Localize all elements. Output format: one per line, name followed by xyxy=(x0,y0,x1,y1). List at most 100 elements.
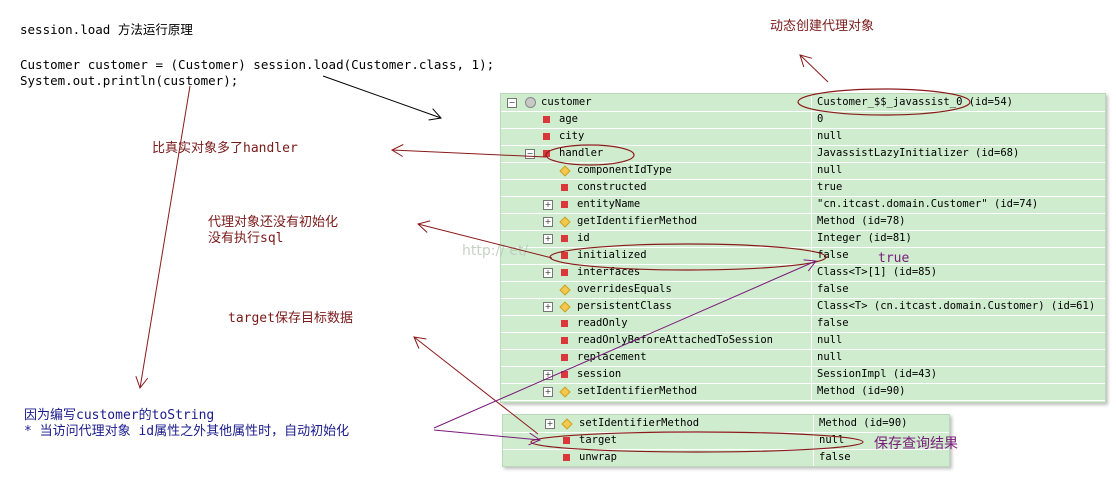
variable-name: replacement xyxy=(577,351,647,363)
variable-name: target xyxy=(579,434,617,446)
annotation-extra-handler: 比真实对象多了handler xyxy=(152,141,298,156)
variable-name: session xyxy=(577,368,622,380)
column-divider xyxy=(811,366,812,383)
column-divider xyxy=(811,145,812,162)
private-field-icon xyxy=(561,337,568,344)
column-divider xyxy=(811,128,812,145)
arrow-dynamic-proxy xyxy=(799,54,829,83)
page-title: session.load 方法运行原理 xyxy=(20,22,193,37)
variable-row-unwrap[interactable]: unwrap false xyxy=(503,449,949,466)
variable-name: overridesEquals xyxy=(577,283,672,295)
private-field-icon xyxy=(561,269,568,276)
variable-row-overridesequals[interactable]: overridesEquals false xyxy=(501,281,1105,299)
private-field-icon xyxy=(543,133,550,140)
annotation-tostring-1: 因为编写customer的toString xyxy=(24,408,215,423)
variable-row-customer[interactable]: − customer Customer_$$_javassist_0 (id=54) xyxy=(501,94,1105,112)
arrow-target-up xyxy=(413,336,539,435)
private-field-icon xyxy=(561,320,568,327)
private-field-icon xyxy=(561,235,568,242)
column-divider xyxy=(813,449,814,466)
expand-icon[interactable]: + xyxy=(545,419,555,429)
variable-name: customer xyxy=(541,96,592,108)
column-divider xyxy=(811,111,812,128)
variable-name: entityName xyxy=(577,198,641,210)
private-field-icon xyxy=(561,354,568,361)
variable-value: Method (id=90) xyxy=(817,385,906,397)
column-divider xyxy=(811,264,812,281)
variable-row-session[interactable]: + session SessionImpl (id=43) xyxy=(501,366,1105,384)
variable-name: getIdentifierMethod xyxy=(577,215,698,227)
private-field-icon xyxy=(561,371,568,378)
variable-name: city xyxy=(559,130,585,142)
expand-icon[interactable]: + xyxy=(543,370,553,380)
annotation-save-result: 保存查询结果 xyxy=(874,436,958,452)
arrow-handler xyxy=(390,144,547,158)
variable-row-age[interactable]: age 0 xyxy=(501,111,1105,129)
expand-icon[interactable]: + xyxy=(543,217,553,227)
code-line-1: Customer customer = (Customer) session.l… xyxy=(20,57,495,72)
arrow-code-down xyxy=(135,85,191,390)
annotation-true: true xyxy=(878,251,910,266)
column-divider xyxy=(811,179,812,196)
private-field-icon xyxy=(543,116,550,123)
arrow-initialized xyxy=(416,220,553,259)
variable-name: readOnly xyxy=(577,317,628,329)
annotation-tostring-2: * 当访问代理对象 id属性之外其他属性时，自动初始化 xyxy=(24,424,350,439)
variable-value: null xyxy=(817,164,843,176)
variable-name: age xyxy=(559,113,578,125)
variable-value: false xyxy=(819,451,851,463)
expand-icon[interactable]: + xyxy=(543,200,553,210)
annotation-dynamic-proxy: 动态创建代理对象 xyxy=(770,19,875,34)
variable-value: null xyxy=(817,130,843,142)
variable-row-id[interactable]: + id Integer (id=81) xyxy=(501,230,1105,248)
collapse-icon[interactable]: − xyxy=(525,149,535,159)
variable-value: SessionImpl (id=43) xyxy=(817,368,938,380)
ellipse-proxy-class xyxy=(797,88,971,116)
variable-value: Integer (id=81) xyxy=(817,232,912,244)
variable-value: null xyxy=(817,334,843,346)
variable-row-getidentifiermethod[interactable]: + getIdentifierMethod Method (id=78) xyxy=(501,213,1105,231)
ellipse-initialized xyxy=(549,243,827,271)
variable-value: false xyxy=(817,283,849,295)
private-field-icon xyxy=(561,252,568,259)
variable-value: Method (id=78) xyxy=(817,215,906,227)
expand-icon[interactable]: + xyxy=(543,302,553,312)
variable-name: setIdentifierMethod xyxy=(579,417,700,429)
variable-name: initialized xyxy=(577,249,647,261)
variable-row-entityname[interactable]: +entityName"cn.itcast.domain.Customer" (… xyxy=(501,196,1105,214)
variable-name: unwrap xyxy=(579,451,617,463)
annotation-not-initialized-2: 没有执行sql xyxy=(208,231,284,246)
variable-value: false xyxy=(817,249,849,261)
variables-panel-top: − customer Customer_$$_javassist_0 (id=54)… xyxy=(500,93,1106,403)
annotation-not-initialized-1: 代理对象还没有初始化 xyxy=(208,215,339,230)
ellipse-handler xyxy=(545,144,635,166)
variable-name: id xyxy=(577,232,590,244)
variable-value: 0 xyxy=(817,113,824,125)
variable-row-city[interactable]: city null xyxy=(501,128,1105,146)
expand-icon[interactable]: + xyxy=(543,234,553,244)
column-divider xyxy=(811,349,812,366)
column-divider xyxy=(811,247,812,264)
expand-icon[interactable]: + xyxy=(543,268,553,278)
variable-value: Customer_$$_javassist_0 (id=54) xyxy=(817,96,1013,108)
private-field-icon xyxy=(563,437,570,444)
column-divider xyxy=(811,298,812,315)
column-divider xyxy=(811,281,812,298)
column-divider xyxy=(813,415,814,432)
private-field-icon xyxy=(563,454,570,461)
annotation-target-saves: target保存目标数据 xyxy=(228,311,353,326)
expand-icon[interactable]: + xyxy=(543,387,553,397)
column-divider xyxy=(813,432,814,449)
collapse-icon[interactable]: − xyxy=(507,98,517,108)
variable-name: handler xyxy=(559,147,604,159)
